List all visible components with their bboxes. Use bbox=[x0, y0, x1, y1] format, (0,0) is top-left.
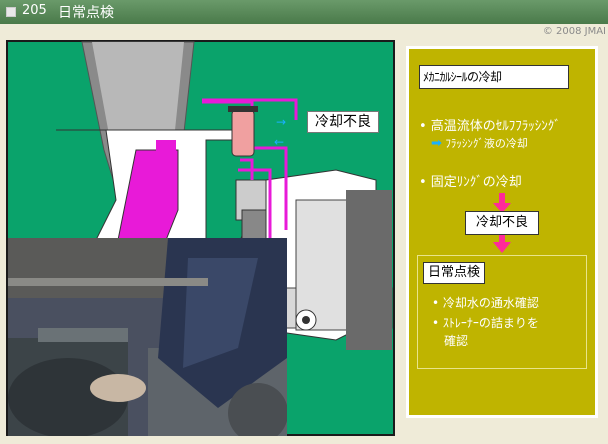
window-square-icon bbox=[6, 7, 16, 17]
pump-seal-diagram: → ← 冷却不良 bbox=[6, 40, 395, 436]
daily-inspection-title: 日常点検 bbox=[423, 262, 485, 284]
daily-inspection-box: 日常点検 • 冷却水の通水確認 • ｽﾄﾚｰﾅｰの詰まりを 確認 bbox=[417, 255, 587, 369]
bullet-flushing-sub: ➡ ﾌﾗｯｼﾝｸﾞ液の冷却 bbox=[431, 135, 528, 151]
down-arrow-icon bbox=[493, 193, 511, 213]
cooling-failure-badge: 冷却不良 bbox=[465, 211, 539, 235]
slide-title: 日常点検 bbox=[58, 5, 114, 21]
cooling-failure-callout: 冷却不良 bbox=[307, 111, 379, 133]
title-bar: 205 日常点検 bbox=[0, 0, 608, 24]
check-water-flow: • 冷却水の通水確認 bbox=[432, 296, 539, 310]
info-panel: ﾒｶﾆｶﾙｼｰﾙの冷却 • 高温流体のｾﾙﾌﾌﾗｯｼﾝｸﾞ ➡ ﾌﾗｯｼﾝｸﾞ液… bbox=[406, 46, 598, 418]
down-arrow-icon bbox=[493, 235, 511, 253]
slide-number: 205 bbox=[22, 3, 47, 18]
copyright-text: © 2008 JMAI bbox=[542, 26, 606, 37]
svg-text:←: ← bbox=[274, 135, 284, 149]
check-strainer-cont: 確認 bbox=[444, 334, 469, 348]
seal-cooling-heading: ﾒｶﾆｶﾙｼｰﾙの冷却 bbox=[419, 65, 569, 89]
check-strainer: • ｽﾄﾚｰﾅｰの詰まりを bbox=[432, 316, 539, 330]
inspection-photo bbox=[8, 238, 287, 436]
bullet-self-flushing: • 高温流体のｾﾙﾌﾌﾗｯｼﾝｸﾞ bbox=[419, 119, 561, 134]
svg-text:→: → bbox=[276, 115, 286, 129]
arrow-right-icon: ➡ bbox=[431, 136, 442, 151]
flushing-cooling-text: ﾌﾗｯｼﾝｸﾞ液の冷却 bbox=[445, 137, 528, 150]
bullet-fixed-ring: • 固定ﾘﾝｸﾞの冷却 bbox=[419, 175, 522, 190]
